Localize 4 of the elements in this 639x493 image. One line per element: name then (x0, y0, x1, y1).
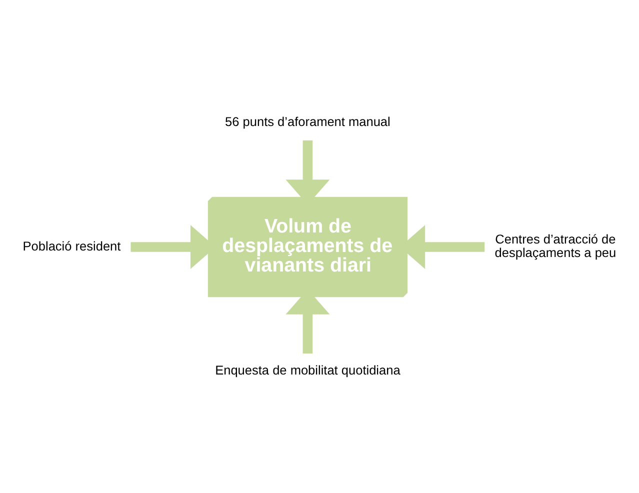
node-text: Enquesta de mobilitat quotidiana (215, 362, 400, 378)
node-text: Població resident (22, 238, 121, 253)
node-text: Centres d’atracció de desplaçaments a peu (494, 230, 616, 260)
node-text: 56 punts d’aforament manual (225, 113, 390, 128)
